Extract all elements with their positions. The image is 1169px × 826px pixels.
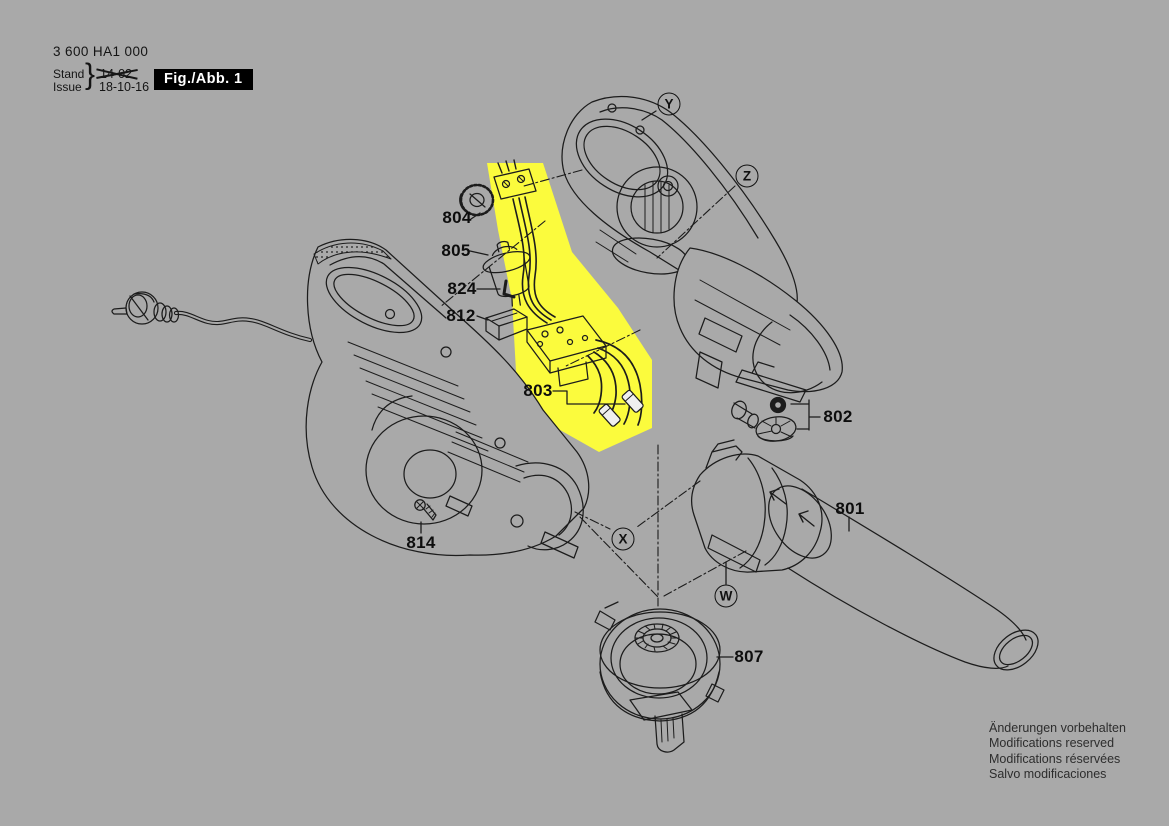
blower-tube [690,439,1039,671]
issue-label: Issue [53,80,82,94]
fan-cover [594,601,725,753]
switch-module-803 [493,159,644,427]
part-label-801: 801 [835,499,865,518]
power-cord-and-plug [111,291,313,343]
figure-badge: Fig./Abb. 1 [154,69,253,90]
note-line: Salvo modificaciones [989,767,1107,782]
assembly-axes [439,169,747,607]
ref-letter-Z: Z [735,164,759,188]
issue-date: 18-10-16 [99,80,150,94]
note-line: Modifications réservées [989,751,1121,766]
document-part-number: 3 600 HA1 000 [53,44,149,59]
stand-issue-brace: } [85,58,96,91]
part-label-803: 803 [523,381,553,400]
part-label-824: 824 [447,279,477,298]
ref-letter-X: X [611,527,635,551]
lever-wheel-assembly [731,396,797,442]
left-housing-half [305,238,590,559]
part-label-802: 802 [823,407,853,426]
screw-814 [414,499,437,521]
slide-button-812 [485,308,528,341]
superseded-date: 14-02 [96,67,138,81]
part-label-805: 805 [441,241,471,260]
part-label-807: 807 [734,647,764,666]
pin-824 [502,279,516,299]
right-housing-half [673,247,843,403]
ref-letter-Y: Y [657,92,681,116]
label-leaders [420,110,850,658]
part-label-804: 804 [442,208,472,227]
part-label-812: 812 [446,306,476,325]
note-line: Änderungen vorbehalten [989,721,1126,735]
ref-letter-W: W [714,584,738,608]
stand-label: Stand [53,67,85,81]
note-line: Modifications reserved [989,736,1115,751]
part-label-814: 814 [406,533,436,552]
modification-notes: Änderungen vorbehalten Modifications res… [989,721,1126,783]
